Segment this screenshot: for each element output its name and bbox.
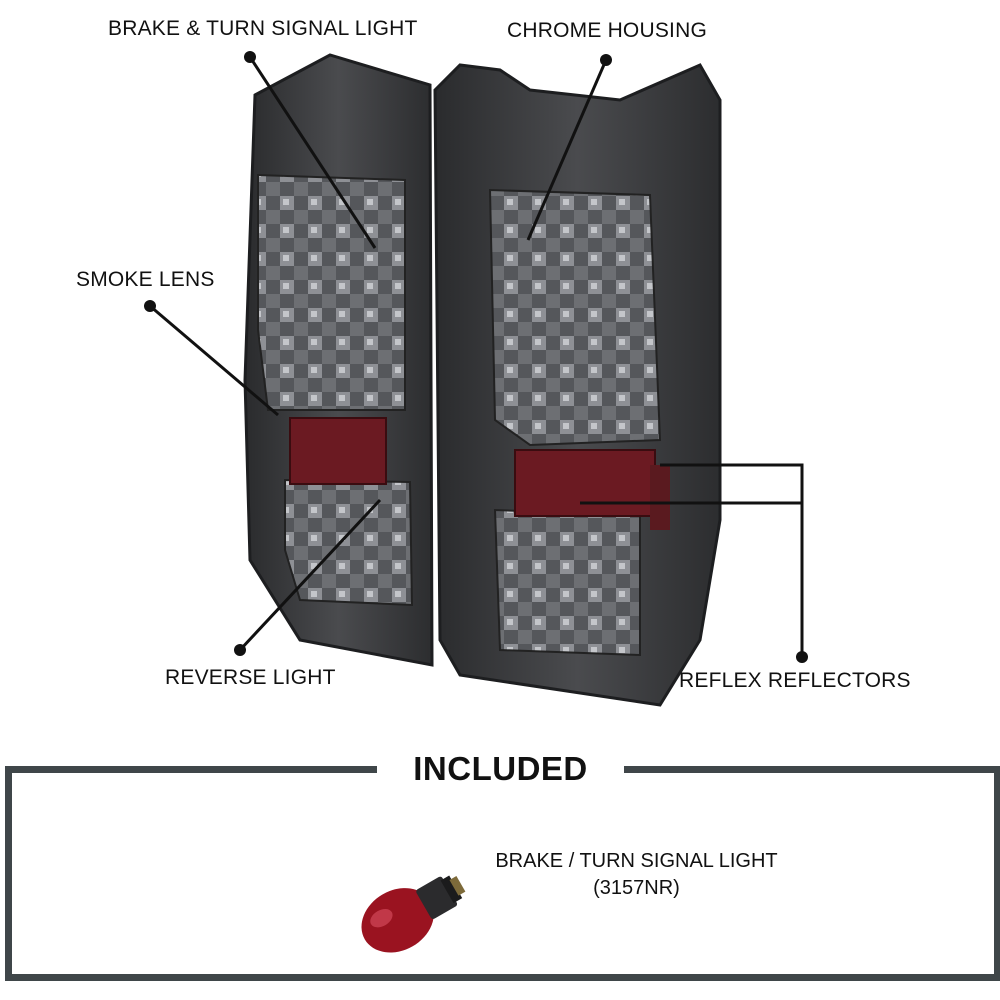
bulb-image [361, 875, 466, 953]
included-item-code: (3157NR) [593, 877, 680, 899]
callout-chrome-housing: CHROME HOUSING [507, 19, 707, 42]
right-reflector [514, 449, 656, 517]
included-frame [5, 766, 1000, 981]
callout-dots [144, 51, 808, 663]
callout-lines [149, 56, 804, 657]
right-tail-light [433, 63, 722, 707]
side-reflector [650, 465, 670, 530]
included-title: INCLUDED [413, 750, 588, 787]
included-item-text: BRAKE / TURN SIGNAL LIGHT (3157NR) [484, 848, 789, 902]
included-frame-top-left [5, 766, 377, 773]
left-tail-light [243, 53, 434, 667]
left-reflector [289, 417, 387, 485]
callout-reverse-light: REVERSE LIGHT [165, 666, 336, 689]
callout-brake-turn: BRAKE & TURN SIGNAL LIGHT [108, 17, 418, 40]
included-item-name: BRAKE / TURN SIGNAL LIGHT [495, 850, 778, 872]
callout-smoke-lens: SMOKE LENS [76, 268, 215, 291]
tail-light-illustration [144, 51, 808, 707]
included-frame-top-right [624, 766, 994, 773]
callout-reflex-reflectors: REFLEX REFLECTORS [679, 669, 911, 692]
